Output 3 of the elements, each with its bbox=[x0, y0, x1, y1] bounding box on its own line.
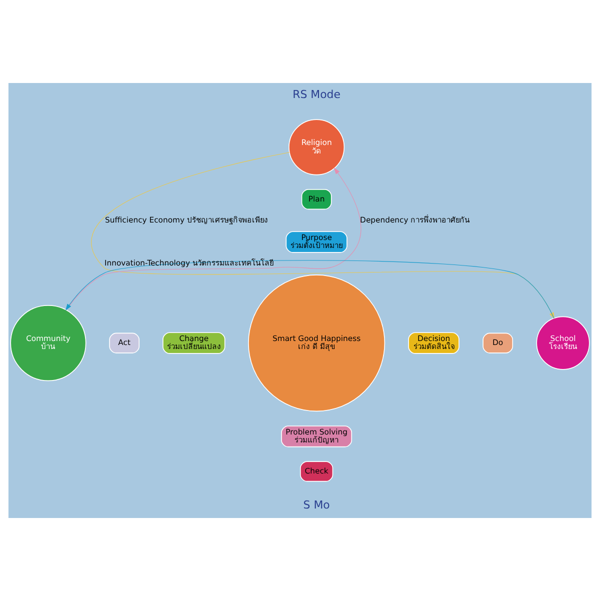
arrow bbox=[66, 167, 362, 310]
label: RS Mode bbox=[292, 87, 340, 100]
label: S Mo bbox=[303, 498, 330, 512]
